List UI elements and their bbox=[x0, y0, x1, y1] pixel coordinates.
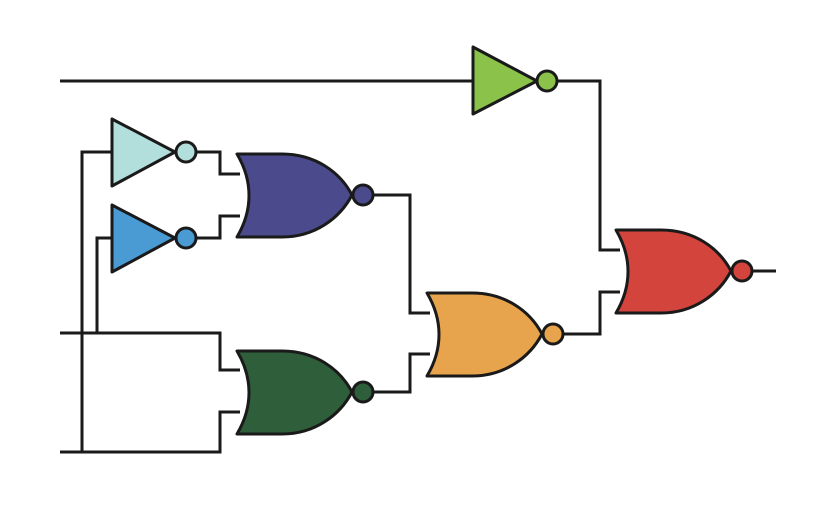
nor-gate-middle-bubble bbox=[541, 322, 565, 346]
wire-b-to-not-lower bbox=[95, 236, 112, 333]
not-gate-lower-body bbox=[110, 203, 177, 274]
nor-gate-output bbox=[614, 228, 754, 315]
not-gate-top-bubble bbox=[535, 69, 559, 93]
wire-not-top-to-nor-output bbox=[558, 79, 620, 252]
not-gate-top-body bbox=[471, 45, 539, 116]
nor-gate-middle bbox=[425, 291, 565, 378]
not-gate-top bbox=[471, 45, 559, 116]
nor-gate-lower-bubble bbox=[351, 380, 375, 404]
nor-gate-upper-body bbox=[235, 152, 354, 239]
wire-nor-upper-to-nor-middle bbox=[373, 193, 430, 315]
wire-b-to-not-upper bbox=[80, 150, 112, 333]
wire-input-c bbox=[60, 410, 240, 454]
not-gate-lower-bubble bbox=[174, 226, 198, 250]
not-gate-lower bbox=[110, 203, 198, 274]
not-gate-upper bbox=[110, 117, 198, 188]
nor-gate-output-bubble bbox=[730, 259, 754, 283]
nor-gate-lower bbox=[235, 349, 375, 436]
nor-gate-upper-bubble bbox=[351, 183, 375, 207]
nor-gate-middle-body bbox=[425, 291, 544, 378]
wire-input-b bbox=[60, 331, 240, 372]
wire-nor-middle-to-nor-output bbox=[563, 290, 620, 336]
nor-gate-output-body bbox=[614, 228, 733, 315]
nor-gate-upper bbox=[235, 152, 375, 239]
wires bbox=[60, 79, 776, 454]
wire-nor-lower-to-nor-middle bbox=[373, 352, 430, 394]
not-gate-upper-body bbox=[110, 117, 177, 188]
wire-not-lower-to-nor-upper bbox=[197, 214, 240, 240]
nor-gate-lower-body bbox=[235, 349, 354, 436]
wire-not-upper-to-nor-upper bbox=[197, 150, 240, 176]
not-gate-upper-bubble bbox=[174, 140, 198, 164]
